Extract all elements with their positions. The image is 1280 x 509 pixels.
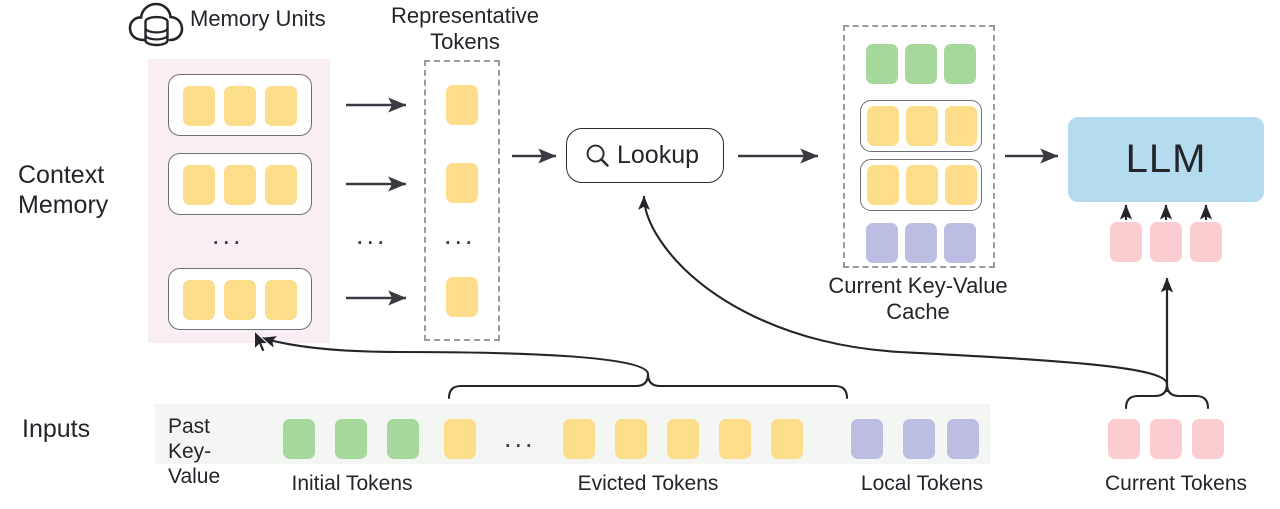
input-token-evicted bbox=[667, 419, 699, 459]
memory-units-title: Memory Units bbox=[190, 6, 326, 31]
memory-unit-card[interactable] bbox=[168, 153, 312, 215]
llm-label: LLM bbox=[1125, 137, 1207, 181]
kv-token bbox=[867, 106, 899, 146]
row-label-context-memory: Context Memory bbox=[18, 161, 109, 219]
kv-token bbox=[906, 165, 938, 205]
kv-token bbox=[945, 165, 977, 205]
lookup-label: Lookup bbox=[617, 141, 700, 169]
lookup-button[interactable]: Lookup bbox=[566, 128, 724, 183]
input-token-local bbox=[947, 419, 979, 459]
input-token-evicted bbox=[615, 419, 647, 459]
input-token-evicted bbox=[444, 419, 476, 459]
kv-token bbox=[944, 44, 976, 84]
memory-units-ellipsis: ... bbox=[212, 220, 244, 250]
kv-token bbox=[866, 223, 898, 263]
caption-current-tokens: Current Tokens bbox=[1104, 472, 1248, 495]
kv-token bbox=[867, 165, 899, 205]
memory-token bbox=[224, 165, 256, 205]
past-key-value-label: Past Key-Value bbox=[168, 415, 221, 488]
memory-token bbox=[224, 280, 256, 320]
memory-token bbox=[183, 86, 215, 126]
mouse-cursor bbox=[253, 329, 271, 354]
input-token-initial bbox=[335, 419, 367, 459]
input-token-local bbox=[851, 419, 883, 459]
caption-evicted-tokens: Evicted Tokens bbox=[577, 472, 719, 495]
representative-token bbox=[446, 85, 478, 125]
input-token-initial bbox=[283, 419, 315, 459]
kv-cache-row-retrieved[interactable] bbox=[860, 159, 982, 211]
llm-box[interactable]: LLM bbox=[1068, 117, 1264, 202]
kv-token bbox=[944, 223, 976, 263]
kv-cache-row-retrieved[interactable] bbox=[860, 100, 982, 152]
representative-tokens-ellipsis: ... bbox=[444, 220, 476, 250]
representative-tokens-title: Representative Tokens bbox=[391, 3, 539, 54]
memory-token bbox=[265, 280, 297, 320]
memory-unit-card[interactable] bbox=[168, 74, 312, 136]
kv-token bbox=[906, 106, 938, 146]
input-token-current bbox=[1108, 419, 1140, 459]
search-icon bbox=[585, 143, 610, 168]
memory-token bbox=[224, 86, 256, 126]
row-label-inputs: Inputs bbox=[22, 415, 91, 443]
caption-initial-tokens: Initial Tokens bbox=[291, 472, 413, 495]
representative-token bbox=[446, 163, 478, 203]
kv-token bbox=[866, 44, 898, 84]
current-token-feed bbox=[1150, 222, 1182, 262]
current-token-feed bbox=[1110, 222, 1142, 262]
arrow-column-ellipsis: ... bbox=[356, 220, 388, 250]
memory-token bbox=[265, 165, 297, 205]
memory-token bbox=[265, 86, 297, 126]
input-token-evicted bbox=[563, 419, 595, 459]
memory-unit-card[interactable] bbox=[168, 268, 312, 330]
memory-token bbox=[183, 280, 215, 320]
input-token-evicted bbox=[719, 419, 751, 459]
current-kv-cache-caption: Current Key-Value Cache bbox=[828, 273, 1008, 324]
input-token-initial bbox=[387, 419, 419, 459]
cloud-database-icon bbox=[128, 2, 184, 50]
input-token-evicted bbox=[771, 419, 803, 459]
kv-cache-row-local bbox=[864, 221, 976, 265]
current-token-feed bbox=[1190, 222, 1222, 262]
kv-token bbox=[945, 106, 977, 146]
input-token-current bbox=[1150, 419, 1182, 459]
kv-token bbox=[905, 223, 937, 263]
kv-token bbox=[905, 44, 937, 84]
kv-cache-row-initial bbox=[864, 42, 976, 86]
caption-local-tokens: Local Tokens bbox=[860, 472, 984, 495]
representative-token bbox=[446, 277, 478, 317]
memory-token bbox=[183, 165, 215, 205]
input-token-current bbox=[1192, 419, 1224, 459]
input-token-local bbox=[903, 419, 935, 459]
inputs-ellipsis: ... bbox=[504, 423, 536, 453]
